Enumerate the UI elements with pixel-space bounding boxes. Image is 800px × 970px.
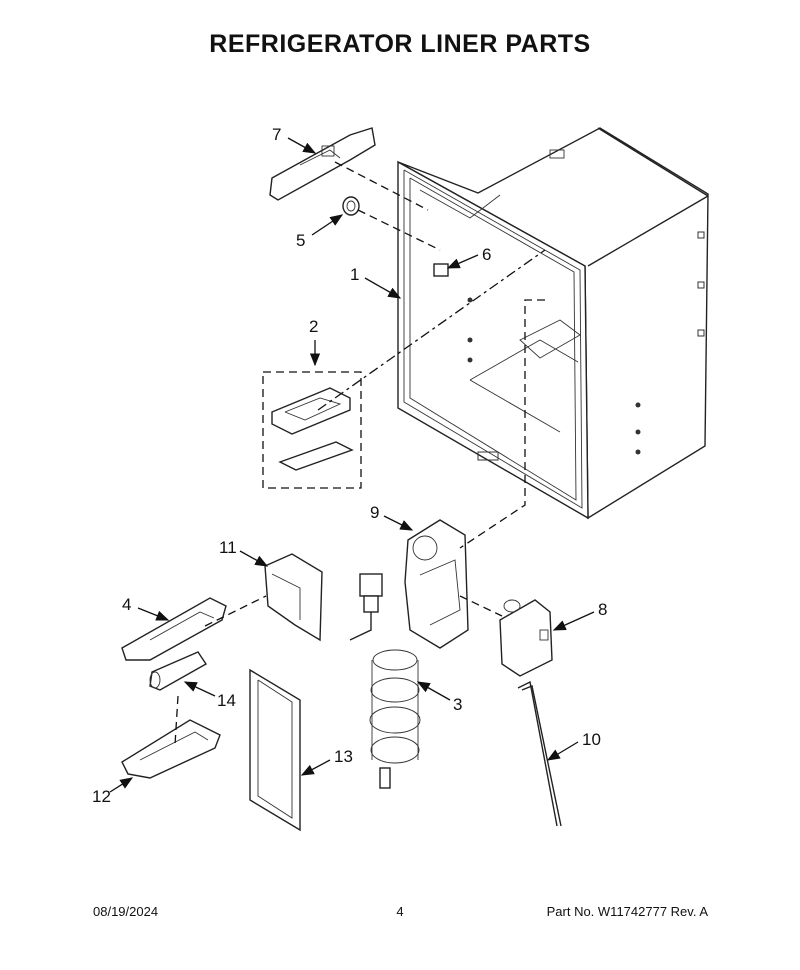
callout-10: 10: [582, 730, 601, 749]
part-8-valve: [499, 599, 553, 677]
callout-6: 6: [482, 245, 491, 264]
part-11-bracket: [264, 553, 323, 642]
part-7-trim: [269, 127, 376, 201]
callout-12: 12: [92, 787, 111, 806]
callout-labels: 7 5 6 1 2 9 11 4 8 14 3 10 13 12: [92, 125, 607, 806]
part-4-dispenser: [121, 597, 227, 661]
callout-arrows: [109, 137, 595, 793]
footer-page-number: 4: [396, 904, 404, 919]
callout-9: 9: [370, 503, 379, 522]
part-12-tray: [121, 719, 221, 779]
part-1-liner: [397, 127, 709, 520]
part-10-tube: [517, 680, 562, 827]
part-5-knob: [342, 196, 360, 216]
page-title: REFRIGERATOR LINER PARTS: [209, 30, 591, 58]
callout-8: 8: [598, 600, 607, 619]
callout-5: 5: [296, 231, 305, 250]
callout-7: 7: [272, 125, 281, 144]
part-9-housing: [404, 519, 469, 649]
callout-1: 1: [350, 265, 359, 284]
callout-3: 3: [453, 695, 462, 714]
footer-part-number: Part No. W11742777 Rev. A: [546, 904, 708, 919]
part-3-tubing: [349, 573, 421, 789]
part-14-heater: [149, 651, 208, 691]
callout-2: 2: [309, 317, 318, 336]
part-2-group: [262, 371, 362, 489]
callout-14: 14: [217, 691, 236, 710]
part-13-cover: [249, 668, 301, 832]
footer-date: 08/19/2024: [93, 904, 159, 919]
callout-4: 4: [122, 595, 131, 614]
callout-13: 13: [334, 747, 353, 766]
callout-11: 11: [219, 538, 237, 557]
part-6-clip: [433, 263, 449, 277]
assembly-lines: [174, 161, 546, 746]
